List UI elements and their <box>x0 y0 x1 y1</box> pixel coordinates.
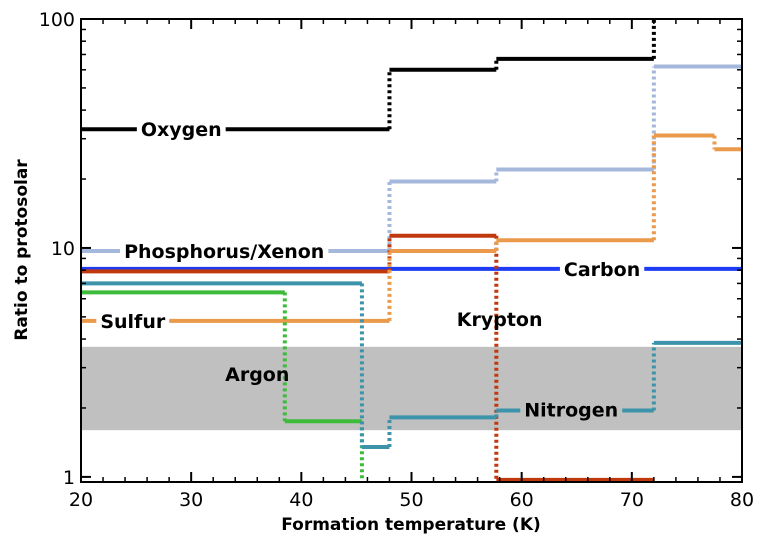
y-axis-title: Ratio to protosolar <box>12 159 32 341</box>
x-tick-label: 50 <box>399 489 423 511</box>
series-oxygen <box>81 19 656 132</box>
series-label-background <box>136 117 226 142</box>
series-label-background <box>520 397 623 422</box>
x-tick-label: 70 <box>620 489 644 511</box>
series-label-background <box>120 238 329 263</box>
x-tick-label: 40 <box>289 489 313 511</box>
series-label-carbon: Carbon <box>564 259 640 281</box>
series-label-background <box>559 256 645 281</box>
series-label-krypton: Krypton <box>457 309 543 331</box>
x-tick-label: 30 <box>179 489 203 511</box>
y-tick-label: 10 <box>51 238 75 260</box>
series-label-nitrogen: Nitrogen <box>524 399 618 421</box>
series-label-phosphorus-xenon: Phosphorus/Xenon <box>124 241 324 263</box>
x-tick-label: 80 <box>730 489 754 511</box>
x-tick-label: 60 <box>510 489 534 511</box>
series-layer <box>81 19 742 482</box>
ticks-layer: 20 30 40 50 60 70 80 1 10 100 <box>39 9 754 511</box>
series-label-sulfur: Sulfur <box>100 311 166 333</box>
y-tick-label: 1 <box>63 467 75 489</box>
series-argon <box>81 290 364 482</box>
x-tick-label: 20 <box>69 489 93 511</box>
series-label-oxygen: Oxygen <box>141 119 222 141</box>
x-axis-title: Formation temperature (K) <box>281 515 541 535</box>
series-label-background <box>96 308 170 333</box>
series-label-argon: Argon <box>225 364 289 386</box>
y-tick-label: 100 <box>39 9 75 31</box>
